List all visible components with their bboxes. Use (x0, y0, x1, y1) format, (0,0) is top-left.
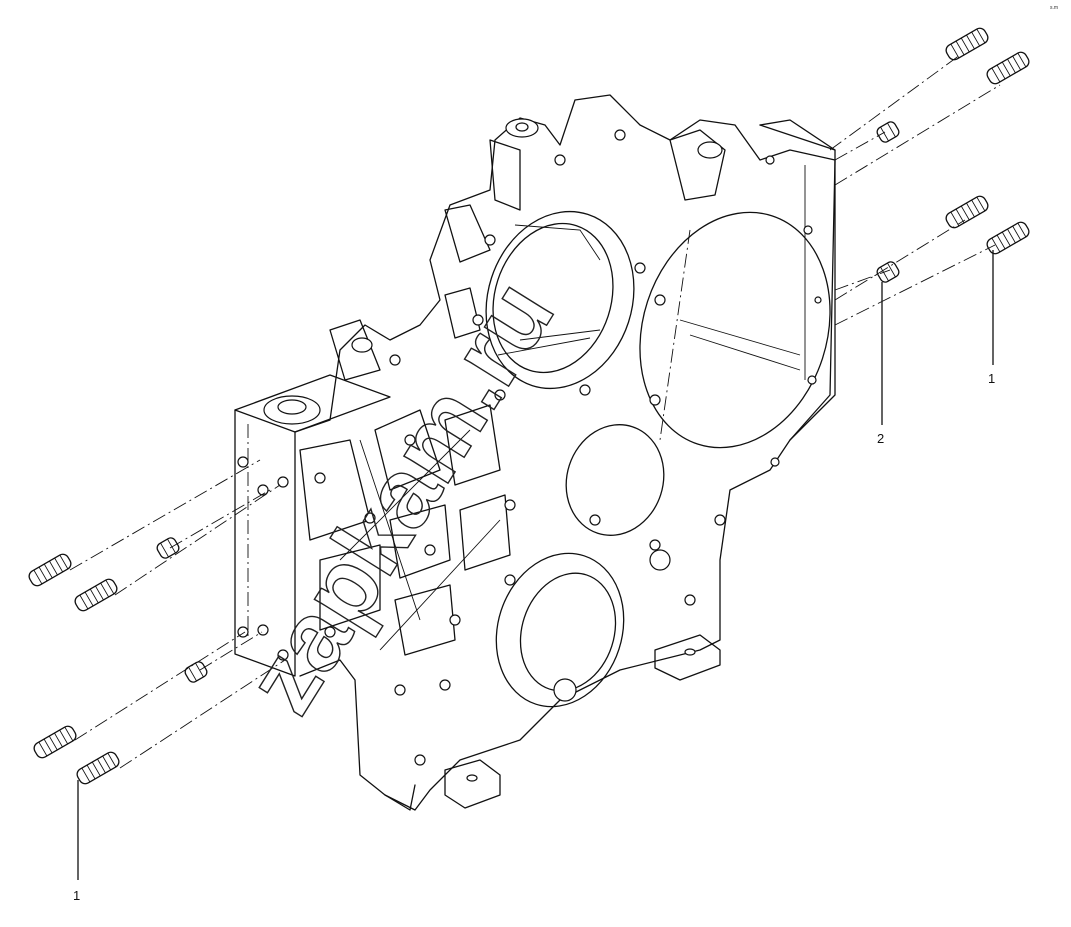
stud-left-upper-b (74, 578, 118, 612)
stud-left-lower-b (76, 751, 120, 785)
dowel-left-lower (184, 661, 208, 683)
stud-left-upper-a (28, 553, 72, 587)
watermark: zapkam.ru (225, 262, 575, 731)
callouts: 1 1 2 (73, 250, 995, 903)
dowel-left-upper (156, 537, 180, 559)
stud-right-lower-b (986, 221, 1030, 255)
gear-housing (234, 94, 836, 811)
dowel-right-upper (876, 121, 900, 143)
center-lines (69, 54, 1001, 769)
dowel-right-lower (876, 261, 900, 283)
corner-mark: s.m (1050, 5, 1058, 11)
stud-right-upper-b (986, 51, 1030, 85)
stud-right-lower-a (945, 195, 989, 229)
callout-dowel-right: 2 (877, 431, 884, 446)
stud-left-lower-a (33, 725, 77, 759)
stud-right-upper-a (945, 27, 989, 61)
callout-stud-left: 1 (73, 888, 80, 903)
callout-stud-right: 1 (988, 371, 995, 386)
